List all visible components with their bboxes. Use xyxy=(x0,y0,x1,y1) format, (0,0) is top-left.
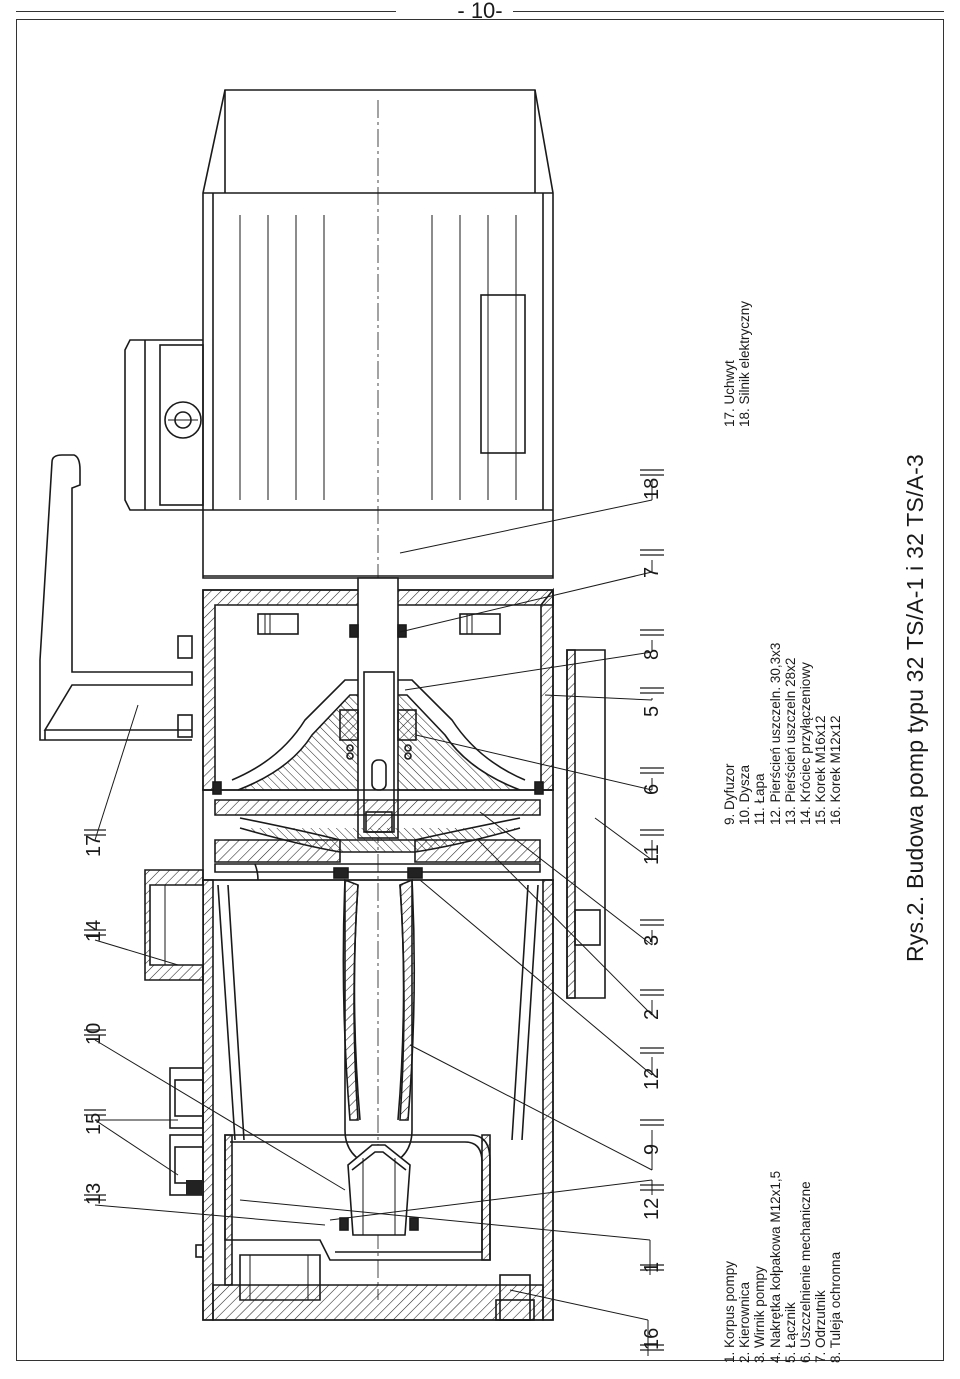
callout-9: 9 xyxy=(641,1143,663,1155)
page-header: - 10- xyxy=(0,0,960,30)
side-ports xyxy=(144,869,204,1258)
legend-item: 17. Uchwyt xyxy=(722,360,737,427)
legend-item: 3. Wirnik pompy xyxy=(752,1266,768,1363)
callout-2: 2 xyxy=(641,1008,663,1020)
header-rule-left xyxy=(16,11,396,12)
callout-18: 18 xyxy=(641,477,663,500)
legend-item: 9. Dyfuzor xyxy=(722,763,737,825)
legend-item: 12. Pierścień uszczeln. 30,3x3 xyxy=(767,642,783,825)
legend-item: 2. Kierownica xyxy=(737,1281,753,1363)
callout-12b: 12 xyxy=(641,1067,663,1090)
legend-item: 7. Odrzutnik xyxy=(813,1290,829,1363)
leader-lines xyxy=(84,469,664,1356)
callout-10: 10 xyxy=(83,1022,105,1045)
impeller-stage xyxy=(202,781,554,881)
callout-6: 6 xyxy=(641,783,663,795)
legend-item: 4. Nakrętka kołpakowa M12x1,5 xyxy=(767,1170,783,1363)
legend-item: 1. Korpus pompy xyxy=(722,1260,737,1363)
legend-item: 8. Tuleja ochronna xyxy=(828,1251,844,1363)
callout-7: 7 xyxy=(641,566,663,578)
legend-column-1: 1. Korpus pompy 2. Kierownica 3. Wirnik … xyxy=(722,1171,844,1363)
legend-item: 18. Silnik elektryczny xyxy=(737,300,753,427)
handle xyxy=(39,454,193,741)
header-rule-right xyxy=(470,11,944,12)
page-frame xyxy=(16,19,944,1361)
callout-8: 8 xyxy=(641,648,663,660)
callout-13: 13 xyxy=(83,1182,105,1205)
callout-3: 3 xyxy=(641,934,663,946)
legend-item: 16. Korek M12x12 xyxy=(828,715,844,825)
legend-item: 6. Uszczelnienie mechaniczne xyxy=(797,1181,813,1363)
callout-15: 15 xyxy=(83,1112,105,1135)
legend-item: 10. Dysza xyxy=(737,764,753,825)
legend-item: 5. Łącznik xyxy=(782,1302,798,1363)
legend-item: 15. Korek M16x12 xyxy=(813,715,829,825)
legend-item: 13. Pierścień uszczeln 28x2 xyxy=(782,657,798,825)
shaft-and-seal xyxy=(339,577,417,839)
callout-12a: 12 xyxy=(641,1197,663,1220)
callout-17: 17 xyxy=(83,834,105,857)
callout-16: 16 xyxy=(641,1327,663,1350)
legend-column-2: 9. Dyfuzor 10. Dysza 11. Łapa 12. Pierśc… xyxy=(722,643,844,825)
legend-item: 11. Łapa xyxy=(752,773,768,825)
callout-11: 11 xyxy=(641,844,663,865)
legend-item: 14. Króciec przyłączeniowy xyxy=(797,662,813,825)
legend-column-3: 17. Uchwyt 18. Silnik elektryczny xyxy=(722,301,752,427)
callout-5: 5 xyxy=(641,705,663,717)
electric-motor xyxy=(124,89,554,579)
callout-1: 1 xyxy=(641,1261,663,1273)
page-number: - 10- xyxy=(447,0,513,23)
mounting-foot xyxy=(566,649,606,999)
figure-caption: Rys.2. Budowa pomp typu 32 TS/A-1 i 32 T… xyxy=(902,453,928,962)
callout-14: 14 xyxy=(83,919,105,942)
